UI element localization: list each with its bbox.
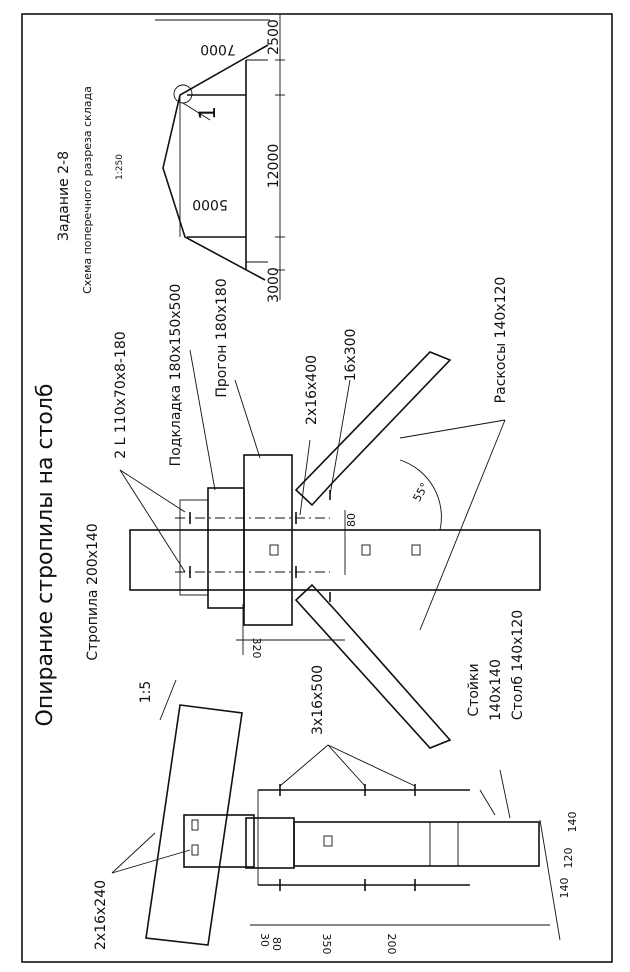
dim-left-offset: 2500: [266, 19, 282, 55]
bolt-mark: [323, 835, 333, 847]
brace-left: [294, 583, 452, 749]
bolt-leader: [327, 744, 416, 787]
column-label: Столб 140х120: [510, 610, 526, 720]
bolts-3-label: 3х16х500: [310, 665, 326, 735]
dim-320: 320: [250, 638, 263, 659]
sheet-frame: [21, 13, 613, 963]
column-body: [129, 529, 541, 591]
post-head: [245, 817, 295, 869]
braces-label: Раскосы 140х120: [493, 277, 509, 404]
dim-140b: 140: [566, 812, 579, 833]
node-leader: [182, 102, 211, 121]
dim-140a: 140: [558, 878, 571, 899]
purlin-leader: [234, 379, 261, 459]
task-scale: 1:250: [115, 154, 125, 180]
angle-degree: 55°: [410, 481, 431, 504]
braces-leader: [399, 419, 506, 439]
dim-left-span: 7000: [200, 41, 236, 57]
dim-80b: 80: [345, 513, 358, 527]
posts-label-1: Стойки: [466, 663, 482, 716]
bolt-leader: [279, 744, 329, 787]
dim-right-offset: 3000: [266, 267, 282, 303]
angle-leader: [119, 469, 186, 573]
angle-arc: [399, 459, 442, 531]
posts-label-2: 140х140: [488, 659, 504, 721]
pad-leader: [189, 349, 216, 491]
dim-line-right: [539, 819, 561, 941]
bolt-square: [361, 544, 371, 556]
column-leader: [499, 769, 511, 819]
side-view: [111, 679, 561, 946]
bolt-leader: [111, 832, 156, 874]
bolt-leader: [111, 849, 191, 874]
bolt-head: [191, 844, 199, 856]
bolts-2-leader: [299, 439, 311, 516]
dim-80a: 80: [270, 937, 283, 951]
bolt-leader: [327, 744, 366, 787]
purlin-label: Прогон 180х180: [214, 278, 230, 397]
post-body: [293, 821, 540, 867]
warehouse-section-scheme: [155, 15, 285, 300]
front-view: [119, 349, 541, 749]
bolts-2-left-label: 2х16х240: [93, 880, 109, 950]
bolt-16-leader: [329, 379, 351, 496]
angle-leader: [119, 469, 186, 513]
brace-right: [294, 351, 452, 507]
rafter-label: Стропила 200х140: [85, 523, 101, 660]
node-mark: 1: [196, 106, 221, 120]
dim-width-total: 12000: [266, 144, 282, 189]
dim-350: 350: [320, 934, 333, 955]
bolt-square: [411, 544, 421, 556]
bolts-2-right-label: 2х16х400: [304, 355, 320, 425]
purlin-beam: [243, 454, 293, 626]
bolt-head: [191, 819, 199, 831]
bolt-16-label: 16х300: [343, 329, 359, 382]
angle-cleat: [179, 499, 209, 596]
main-title: Опирание стропилы на столб: [33, 384, 58, 727]
angle-label: 2 L 110х70х8-180: [113, 331, 129, 458]
rafter-beam: [145, 704, 243, 946]
task-title: Задание 2-8: [56, 151, 72, 241]
dim-30: 30: [258, 933, 271, 947]
post-splice: [429, 821, 459, 867]
slope-label: 1:5: [138, 681, 154, 704]
post-leader: [479, 789, 496, 816]
pad-label: Подкладка 180х150х500: [168, 284, 184, 467]
dim-200: 200: [385, 934, 398, 955]
dim-120: 120: [562, 848, 575, 869]
roof-line: [162, 44, 269, 281]
slope-leader: [159, 679, 177, 721]
bolt-square: [269, 544, 279, 556]
braces-leader: [419, 419, 506, 631]
dim-right-span: 5000: [192, 196, 228, 212]
task-subtitle: Схема поперечного разреза склада: [81, 86, 94, 294]
rafter-seat: [183, 814, 255, 868]
